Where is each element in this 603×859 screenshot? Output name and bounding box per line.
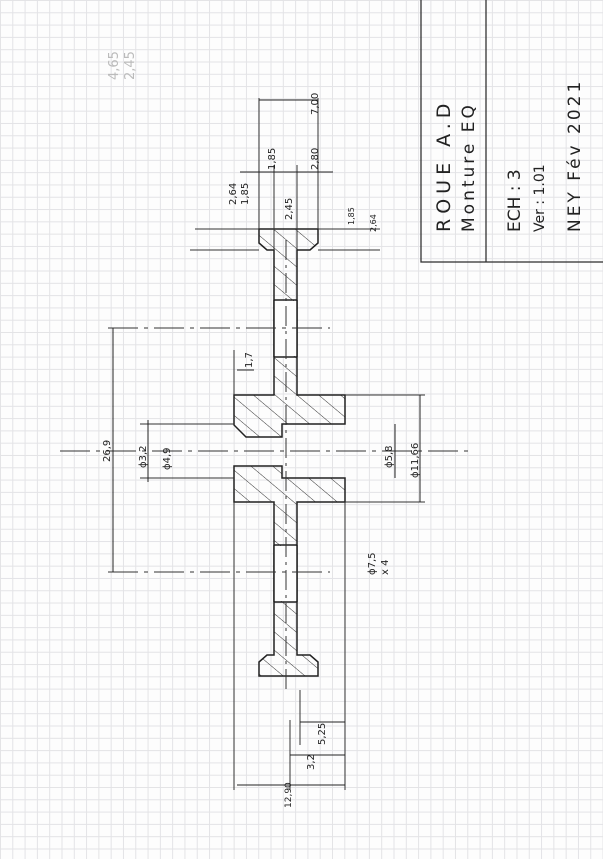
- construction-lines: [60, 98, 470, 790]
- author-date: NEY Fév 2021: [565, 79, 585, 232]
- dim-rim-height-inner: 1,85: [240, 183, 251, 205]
- version-label: Ver : 1.01: [532, 164, 548, 232]
- dim-web-thickness: 2,45: [284, 198, 295, 220]
- pencil-note: 2,45: [123, 51, 138, 80]
- title: ROUE A.D: [433, 99, 455, 232]
- dim-rim-height-right-outer: 2,64: [369, 214, 378, 232]
- dim-holes-count: x 4: [380, 560, 391, 575]
- dim-rim-left-offset: 1,85: [267, 148, 278, 170]
- dimension-lines: [112, 99, 421, 786]
- dim-hub-diameter: ϕ11,66: [410, 443, 421, 478]
- wheel-section: [233, 228, 346, 677]
- pencil-note: 4,65: [107, 51, 122, 80]
- dim-chamfer-bore: ϕ4,9: [162, 448, 173, 471]
- dim-hub-step: 1,7: [244, 352, 255, 368]
- dim-small-bore: ϕ3,2: [138, 446, 149, 469]
- dim-bore: ϕ5,8: [384, 446, 395, 469]
- title-block: ROUE A.D Monture EQ ECH : 3 Ver : 1.01 N…: [420, 0, 603, 263]
- dim-rim-height-outer: 2,64: [228, 183, 239, 205]
- dim-hub-offset: 3,2: [306, 754, 317, 770]
- dim-holes: ϕ7,5: [367, 553, 378, 576]
- dim-bolt-circle: 26,9: [102, 440, 113, 462]
- dim-web-offset: 5,25: [317, 723, 328, 745]
- subtitle: Monture EQ: [459, 102, 479, 232]
- dim-rim-width: 7,00: [310, 93, 321, 115]
- dim-total-width: 12,90: [284, 782, 294, 808]
- dimension-labels: 7,00 1,85 2,80 2,45 2,64 1,85 1,85 2,64 …: [102, 93, 421, 808]
- dim-rim-right-offset: 2,80: [310, 148, 321, 170]
- scale-label: ECH : 3: [505, 169, 525, 232]
- dim-rim-height-right-inner: 1,85: [347, 207, 356, 225]
- pencil-notes: 4,65 2,45: [107, 51, 138, 80]
